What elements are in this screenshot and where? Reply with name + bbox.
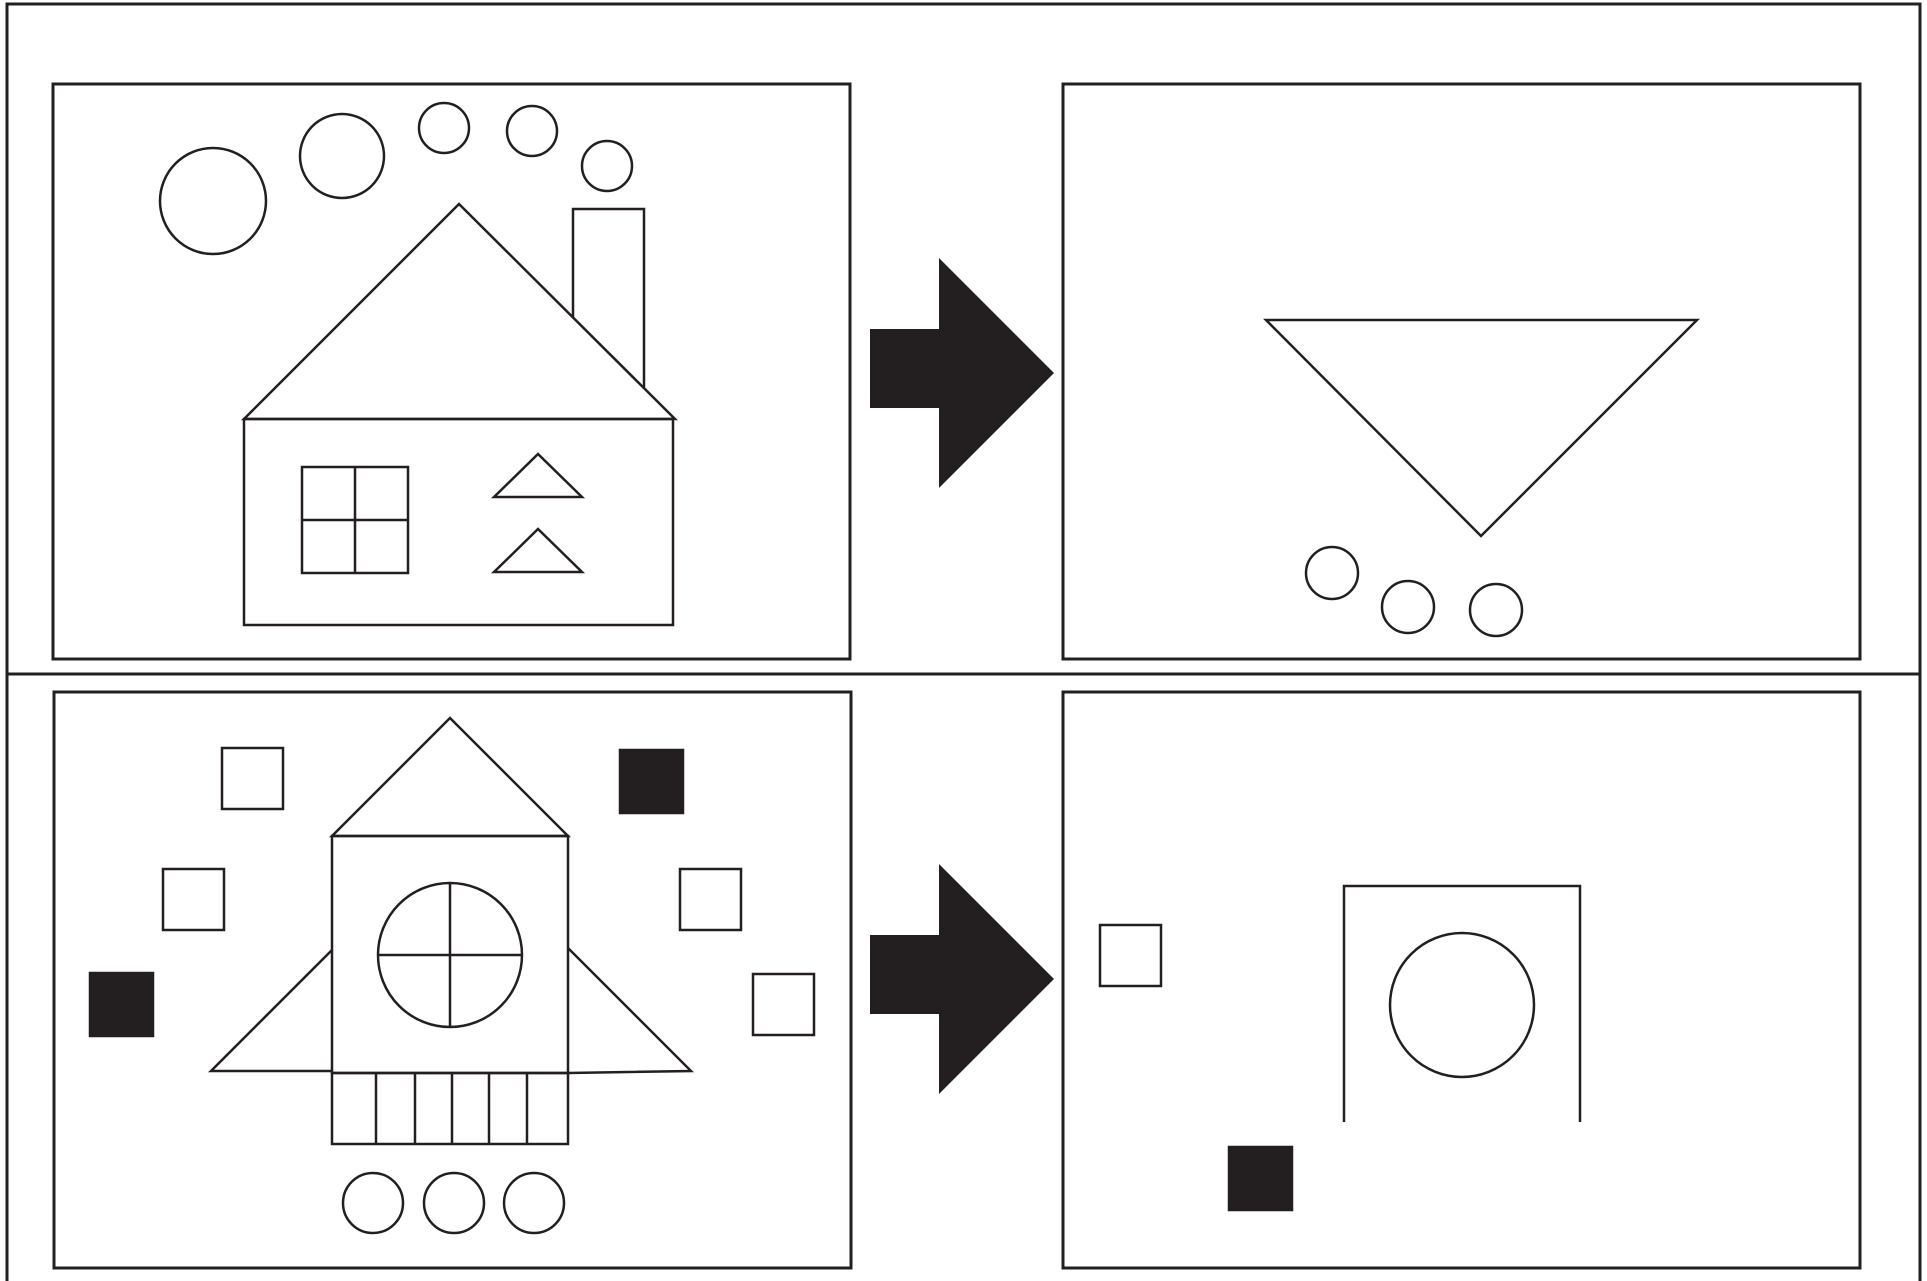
square-outline-2 (163, 869, 224, 930)
right-arrow (870, 258, 1054, 488)
panel-house (53, 84, 850, 659)
square-outline (1100, 925, 1161, 986)
arch-circle-squares (1100, 886, 1580, 1210)
panel-arch (1063, 692, 1860, 1268)
house-drawing (160, 103, 675, 625)
smoke-circle-5 (582, 141, 632, 191)
square-filled (1229, 1147, 1292, 1210)
triangle-and-circles (1266, 320, 1697, 636)
arch-frame (1344, 886, 1580, 1122)
square-outline-3 (680, 869, 741, 930)
square-filled-2 (90, 973, 153, 1036)
chimney (573, 209, 644, 389)
square-filled-1 (620, 750, 683, 813)
smoke-circle-3 (419, 103, 469, 153)
row-2 (54, 692, 1860, 1268)
small-triangle-1 (494, 454, 582, 497)
house-roof (244, 204, 675, 419)
smoke-circle-1 (160, 148, 266, 254)
rocket-fin-right (568, 948, 691, 1073)
circle-2 (1382, 581, 1434, 633)
rocket-base (332, 1073, 568, 1144)
smoke-circle-2 (300, 114, 384, 198)
inverted-triangle (1266, 320, 1697, 536)
panel-triangle (1063, 84, 1860, 659)
exhaust-circle-2 (424, 1173, 484, 1233)
rocket-fin-left (211, 950, 332, 1071)
outer-frame (7, 4, 1920, 1281)
small-triangle-2 (494, 529, 582, 572)
rocket-nose (332, 718, 568, 836)
right-arrow (870, 864, 1054, 1094)
rocket-drawing (90, 718, 814, 1233)
square-outline-1 (222, 748, 283, 809)
circle-3 (1470, 584, 1522, 636)
house-body (244, 419, 673, 625)
exhaust-circle-1 (343, 1173, 403, 1233)
smoke-circle-4 (507, 106, 557, 156)
circle-1 (1306, 547, 1358, 599)
row-1 (53, 84, 1860, 659)
exhaust-circle-3 (504, 1173, 564, 1233)
arch-circle (1390, 933, 1534, 1077)
square-outline-4 (753, 974, 814, 1035)
panel-rocket (54, 692, 851, 1268)
